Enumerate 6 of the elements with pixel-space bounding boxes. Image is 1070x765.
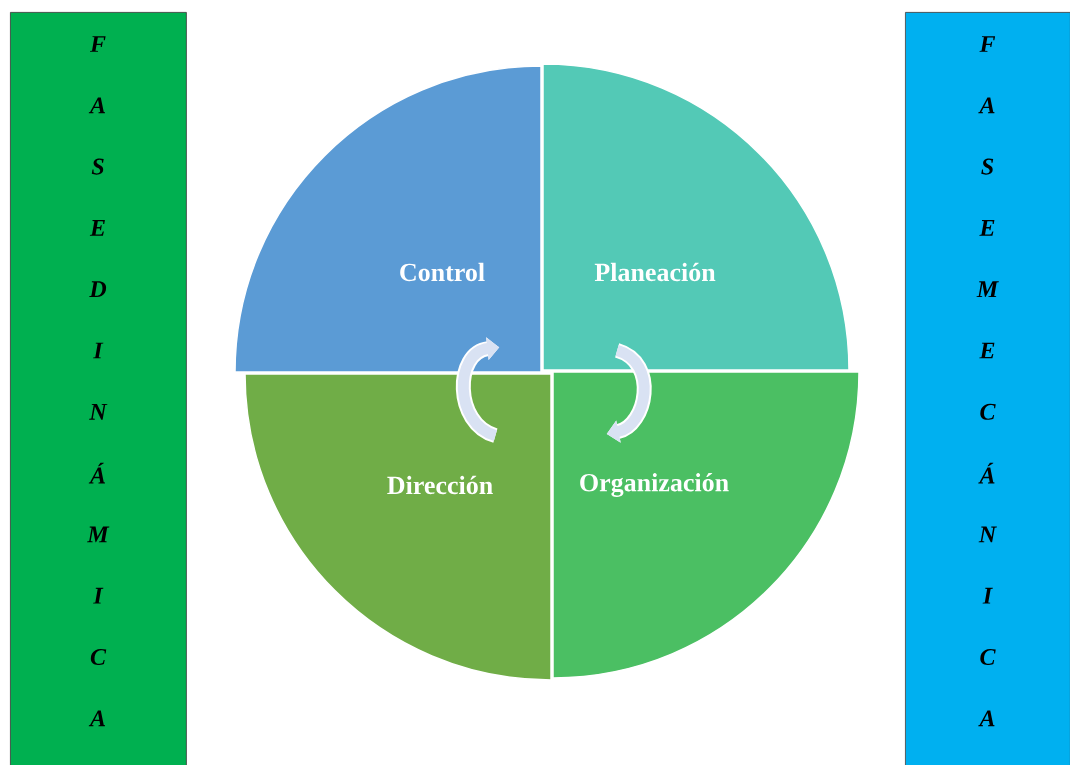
letter-column: F A S E M E C Á N I C A (905, 12, 1070, 765)
letter-column: F A S E D I N Á M I C A (10, 12, 187, 765)
pie-quadrant: Organización (552, 371, 860, 679)
pie-quadrant: Planeación (542, 63, 850, 371)
pie-quadrant: Dirección (244, 373, 552, 681)
pie-quadrant: Control (234, 65, 542, 373)
